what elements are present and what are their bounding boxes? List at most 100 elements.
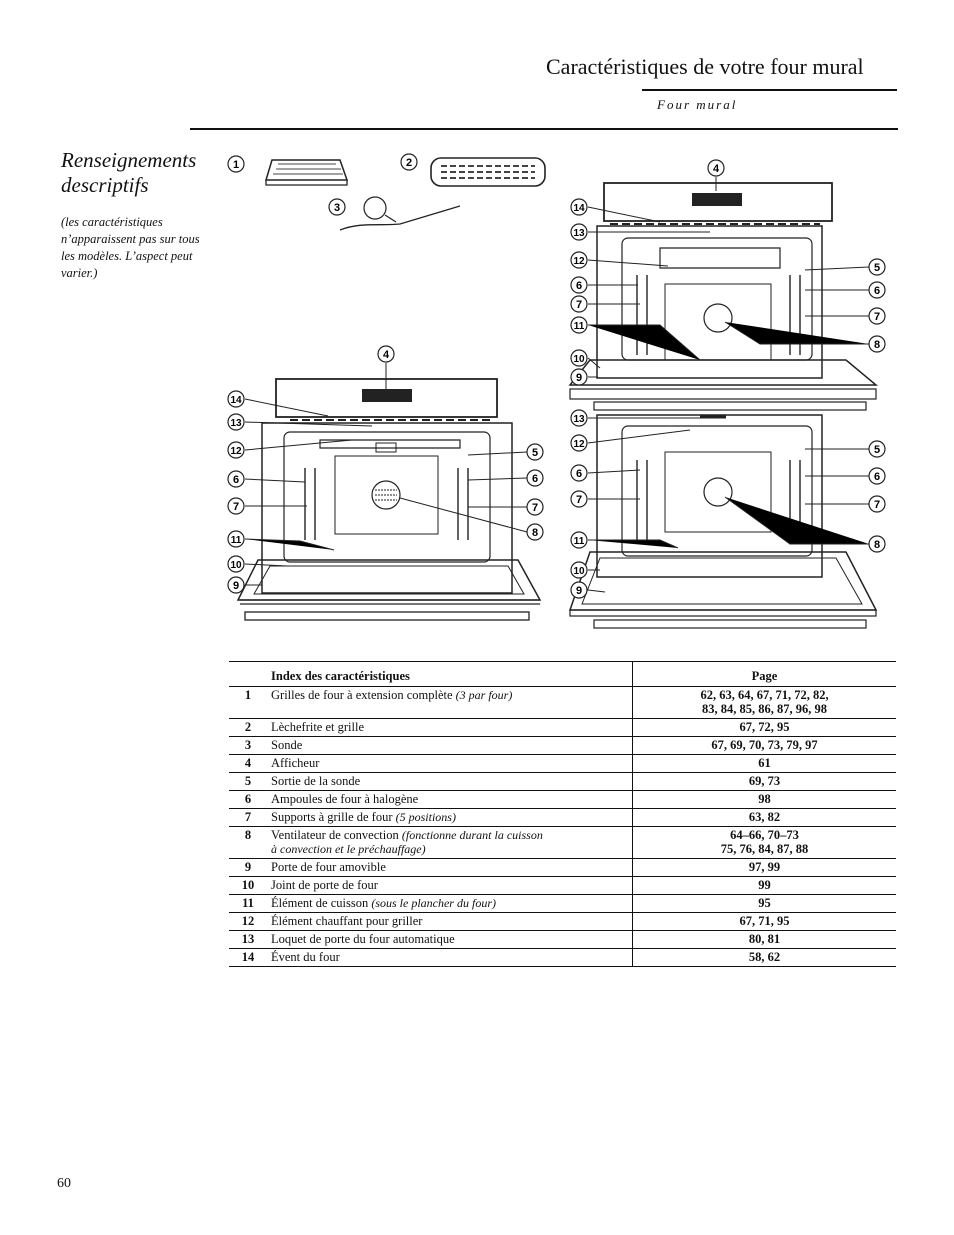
svg-text:8: 8 bbox=[874, 539, 880, 551]
feature-note: (sous le plancher du four) bbox=[371, 896, 496, 910]
svg-text:12: 12 bbox=[230, 446, 242, 457]
svg-text:12: 12 bbox=[573, 439, 585, 450]
row-pages-cell: 67, 72, 95 bbox=[632, 718, 896, 737]
callout-6: 6 bbox=[526, 469, 544, 487]
callout-11: 11 bbox=[227, 530, 245, 548]
table-header-row: Index des caractéristiques Page bbox=[229, 661, 896, 687]
callout-5: 5 bbox=[526, 443, 544, 461]
callout-badges: 1 2 3 4 14 13 12 6 7 11 10 9 5 6 7 8 4 1… bbox=[227, 153, 886, 599]
feature-label: Ampoules de four à halogène bbox=[271, 792, 419, 806]
page-refs: 98 bbox=[758, 792, 771, 806]
page-refs: 80, 81 bbox=[748, 932, 781, 946]
feature-label: Grilles de four à extension complète bbox=[271, 688, 453, 702]
oven-illustration: 1 2 3 4 14 13 12 6 7 11 10 9 5 6 7 8 4 1… bbox=[227, 153, 886, 629]
callout-6: 6 bbox=[227, 470, 245, 488]
header-page: Page bbox=[632, 661, 896, 687]
svg-text:12: 12 bbox=[573, 256, 585, 267]
callout-7: 7 bbox=[868, 495, 886, 513]
row-feature-cell: Élément de cuisson (sous le plancher du … bbox=[267, 894, 633, 913]
row-pages-cell: 58, 62 bbox=[632, 948, 896, 967]
row-pages-cell: 98 bbox=[632, 790, 896, 809]
callout-10: 10 bbox=[227, 555, 245, 573]
callout-6: 6 bbox=[570, 464, 588, 482]
callout-13: 13 bbox=[227, 413, 245, 431]
page-refs: 61 bbox=[758, 756, 771, 770]
feature-note: (fonctionne durant la cuisson bbox=[401, 828, 543, 842]
page-refs: 99 bbox=[758, 878, 771, 892]
row-number: 10 bbox=[229, 876, 267, 895]
callout-7: 7 bbox=[570, 295, 588, 313]
callout-11: 11 bbox=[570, 531, 588, 549]
page-refs: 95 bbox=[758, 896, 771, 910]
callout-12: 12 bbox=[570, 434, 588, 452]
svg-text:13: 13 bbox=[230, 418, 242, 429]
page-refs: 64–66, 70–73 bbox=[730, 828, 799, 842]
callout-10: 10 bbox=[570, 349, 588, 367]
svg-text:6: 6 bbox=[874, 285, 880, 297]
svg-text:9: 9 bbox=[233, 580, 239, 592]
callout-6: 6 bbox=[570, 276, 588, 294]
svg-text:7: 7 bbox=[576, 299, 582, 311]
page-refs: 67, 69, 70, 73, 79, 97 bbox=[711, 738, 818, 752]
callout-14: 14 bbox=[227, 390, 245, 408]
row-pages-cell: 67, 69, 70, 73, 79, 97 bbox=[632, 736, 896, 755]
callout-8: 8 bbox=[868, 535, 886, 553]
callout-6: 6 bbox=[868, 281, 886, 299]
svg-text:7: 7 bbox=[532, 502, 538, 514]
row-feature-cell: Supports à grille de four (5 positions) bbox=[267, 808, 633, 827]
callout-4: 4 bbox=[377, 345, 395, 363]
callout-11: 11 bbox=[570, 316, 588, 334]
feature-label: Élément chauffant pour griller bbox=[271, 914, 423, 928]
row-feature-cell: Joint de porte de four bbox=[267, 876, 633, 895]
row-pages-cell: 67, 71, 95 bbox=[632, 912, 896, 931]
svg-text:14: 14 bbox=[573, 203, 585, 214]
page-refs: 67, 72, 95 bbox=[739, 720, 790, 734]
callout-14: 14 bbox=[570, 198, 588, 216]
row-feature-cell: Ventilateur de convection (fonctionne du… bbox=[267, 826, 633, 859]
row-number: 9 bbox=[229, 858, 267, 877]
row-number: 14 bbox=[229, 948, 267, 967]
row-pages-cell: 69, 73 bbox=[632, 772, 896, 791]
row-pages-cell: 95 bbox=[632, 894, 896, 913]
page-title: Caractéristiques de votre four mural bbox=[546, 54, 864, 79]
row-feature-cell: Sortie de la sonde bbox=[267, 772, 633, 791]
leader-lines bbox=[244, 177, 870, 593]
callout-9: 9 bbox=[227, 576, 245, 594]
row-number: 12 bbox=[229, 912, 267, 931]
feature-label: Élément de cuisson bbox=[271, 896, 369, 910]
feature-label: Ventilateur de convection bbox=[271, 828, 399, 842]
row-number: 3 bbox=[229, 736, 267, 755]
feature-label: Lèchefrite et grille bbox=[271, 720, 364, 734]
row-number: 1 bbox=[229, 686, 267, 719]
feature-note: (3 par four) bbox=[455, 688, 513, 702]
callout-3: 3 bbox=[328, 198, 346, 216]
svg-text:2: 2 bbox=[406, 157, 412, 169]
callout-8: 8 bbox=[868, 335, 886, 353]
svg-text:14: 14 bbox=[230, 395, 242, 406]
svg-text:4: 4 bbox=[713, 163, 720, 175]
broiler-pan-accessory bbox=[430, 157, 546, 187]
callout-13: 13 bbox=[570, 409, 588, 427]
svg-text:6: 6 bbox=[576, 468, 582, 480]
callout-9: 9 bbox=[570, 581, 588, 599]
callout-1: 1 bbox=[227, 155, 245, 173]
svg-text:9: 9 bbox=[576, 372, 582, 384]
svg-text:7: 7 bbox=[233, 501, 239, 513]
row-feature-cell: Lèchefrite et grille bbox=[267, 718, 633, 737]
page-refs: 97, 99 bbox=[748, 860, 781, 874]
svg-text:4: 4 bbox=[383, 349, 390, 361]
feature-label: Joint de porte de four bbox=[271, 878, 378, 892]
page-refs: 67, 71, 95 bbox=[739, 914, 790, 928]
svg-text:11: 11 bbox=[574, 321, 585, 332]
callout-5: 5 bbox=[868, 440, 886, 458]
table-row: 12 Élément chauffant pour griller 67, 71, … bbox=[229, 912, 896, 931]
svg-text:13: 13 bbox=[573, 414, 585, 425]
callout-12: 12 bbox=[227, 441, 245, 459]
